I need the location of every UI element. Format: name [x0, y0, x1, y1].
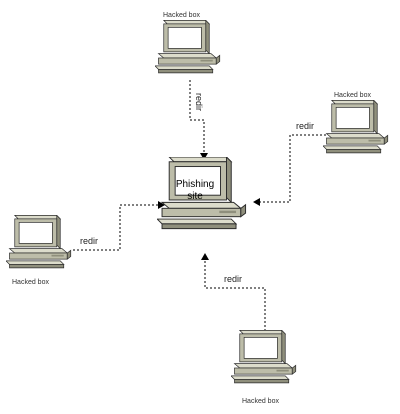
link-label-bottom: redir — [224, 274, 242, 284]
computer-icon — [323, 100, 389, 154]
links — [73, 80, 330, 335]
phishing-site-label-line1: Phishing — [176, 179, 214, 190]
link-top — [189, 80, 205, 155]
arrow-top — [200, 153, 208, 160]
link-bottom — [204, 258, 266, 335]
phishing-site-label-line2: site — [187, 191, 203, 202]
host-label-right: Hacked box — [334, 92, 371, 99]
arrow-left — [158, 201, 165, 209]
link-right — [258, 134, 330, 203]
host-label-bottom: Hacked box — [242, 398, 279, 405]
host-label-left: Hacked box — [12, 279, 49, 286]
link-label-top: redir — [194, 93, 204, 111]
computer-icon — [155, 20, 221, 74]
arrow-right — [253, 198, 260, 206]
link-label-left: redir — [80, 236, 98, 246]
computer-icon — [231, 330, 297, 384]
host-left: Hacked box — [6, 215, 72, 286]
host-right: Hacked box — [323, 92, 389, 154]
phishing-site: Phishing site — [157, 157, 247, 230]
link-left — [73, 204, 160, 251]
computer-icon — [6, 215, 72, 269]
link-label-right: redir — [296, 121, 314, 131]
arrow-bottom — [201, 253, 209, 260]
host-bottom: Hacked box — [231, 330, 297, 405]
host-top: Hacked box — [155, 12, 221, 74]
host-label-top: Hacked box — [163, 12, 200, 19]
